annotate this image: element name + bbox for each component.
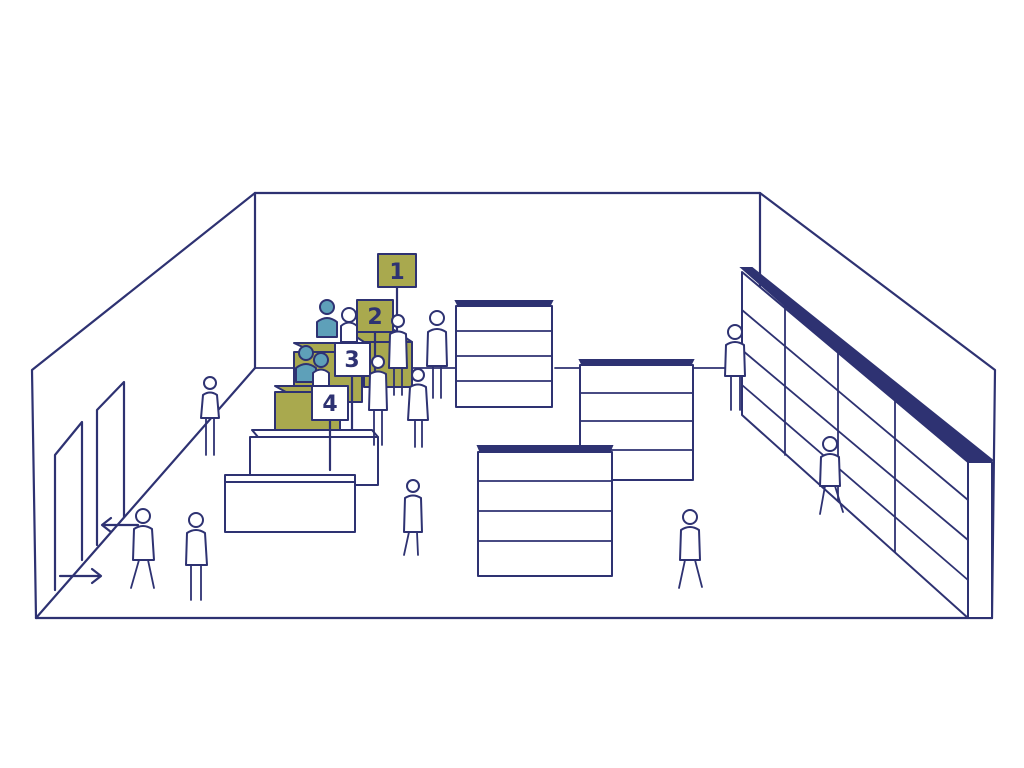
lane-sign-1 (377, 253, 417, 288)
shelf-unit-front (476, 445, 614, 577)
shopper-lane-1 (426, 310, 448, 399)
shelf-unit-back (454, 300, 554, 408)
shopper-front-right (678, 509, 703, 589)
wall-shelving (739, 267, 995, 619)
exit-arrow-icon (100, 516, 140, 534)
shopper-lane-3 (368, 355, 388, 446)
lane-sign-3 (334, 342, 371, 377)
entrance-door (53, 380, 126, 592)
shopper-lane-1-queue (407, 368, 429, 448)
lane-sign-4 (311, 385, 349, 421)
shopper-back-right (724, 324, 746, 411)
shopper-entrance (185, 512, 208, 601)
lane-sign-2 (356, 299, 394, 333)
lane-number-1: 1 (389, 260, 404, 285)
shopper-at-wall-shelf (819, 436, 844, 515)
shopper-lane-2 (388, 314, 408, 396)
front-counter (224, 474, 356, 533)
lane-number-4: 4 (322, 392, 337, 417)
shopper-exit (130, 508, 155, 589)
lane-number-2: 2 (367, 305, 382, 330)
checkout-lane-4: 4 (249, 385, 379, 486)
entrance-arrow-icon (58, 567, 103, 585)
shopper-left-wall (200, 376, 220, 456)
lane-number-3: 3 (344, 348, 359, 373)
shopper-center (403, 479, 423, 556)
